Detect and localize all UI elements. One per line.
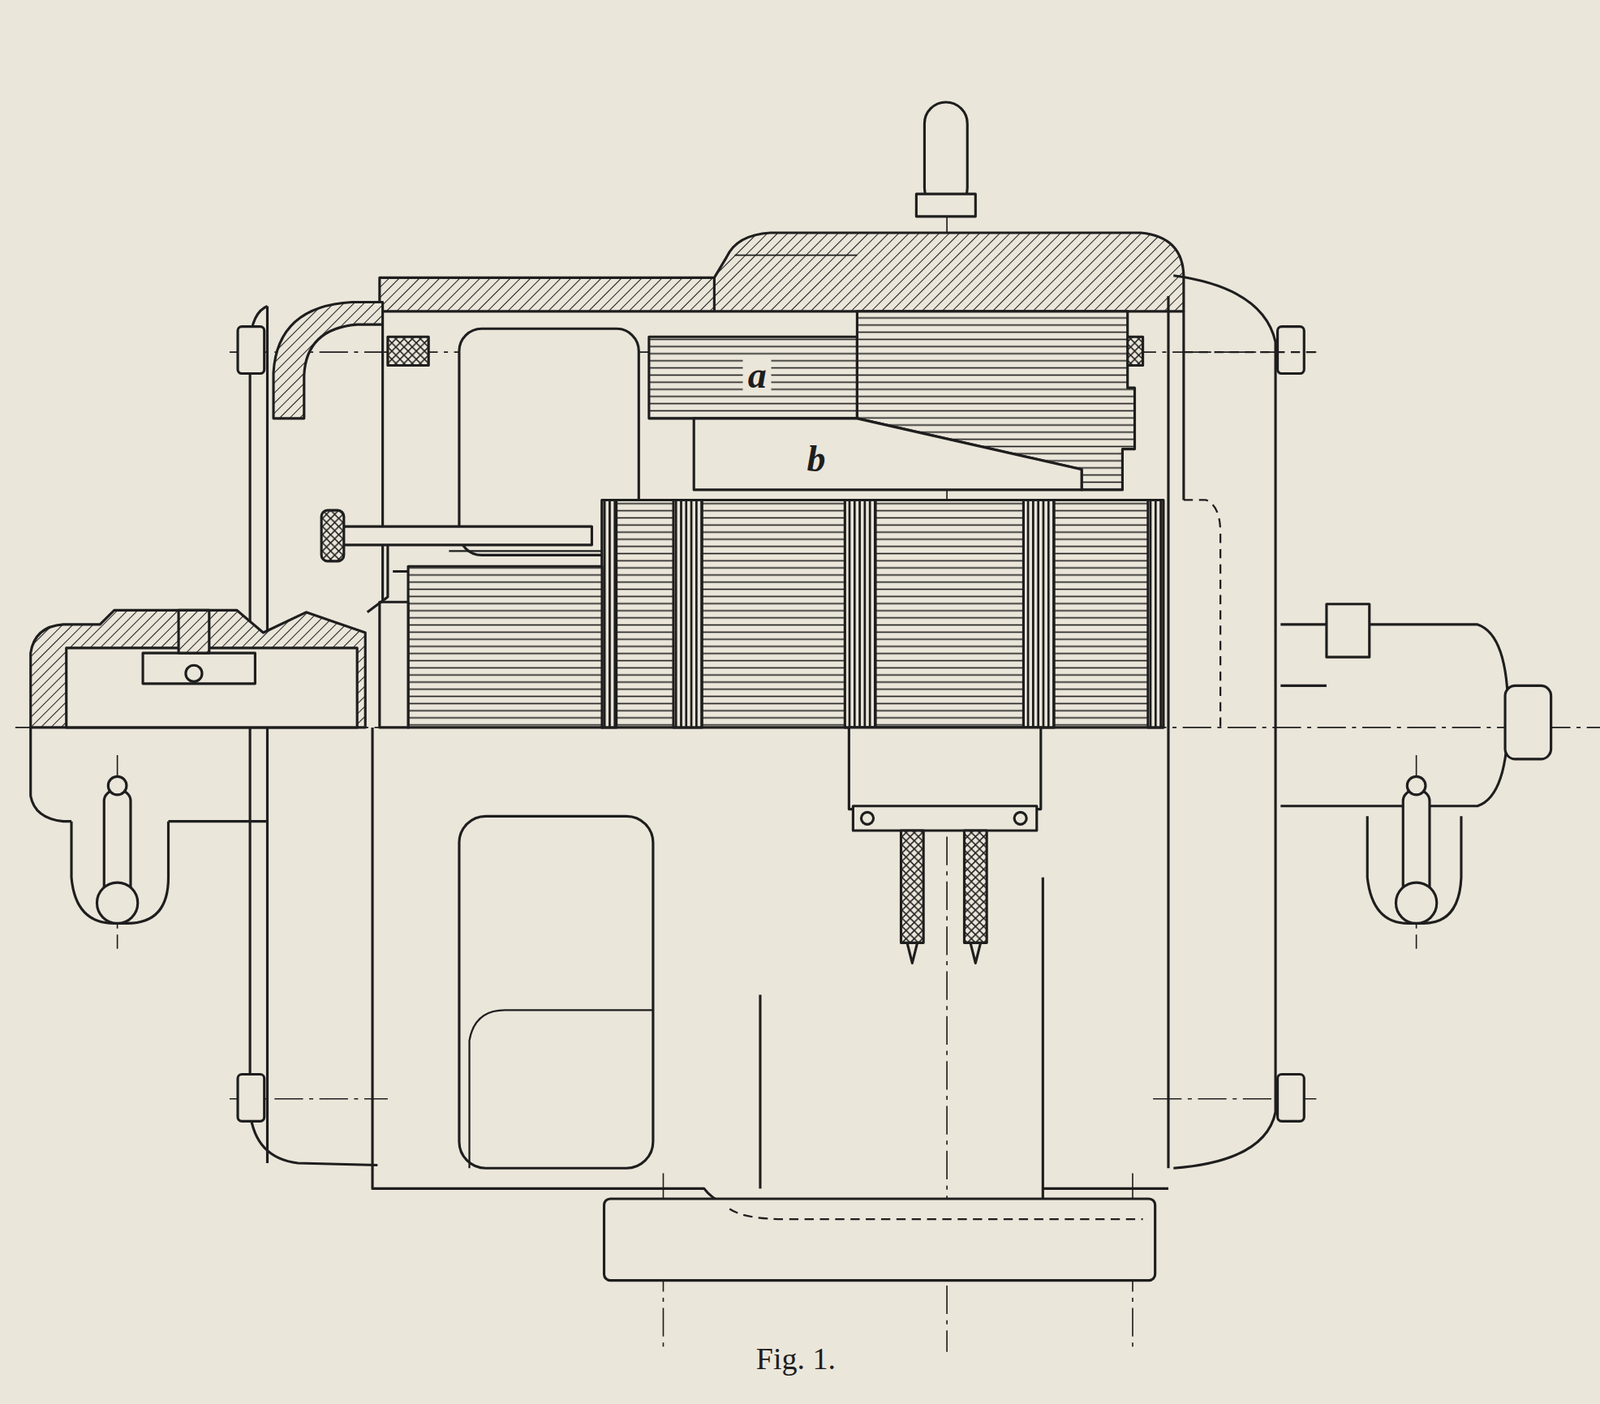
brush-holder [341, 526, 592, 546]
bearing [168, 820, 268, 823]
bolt [237, 326, 1304, 1123]
lifting-eye [916, 102, 976, 217]
housing-section [273, 302, 383, 419]
terminal-block [852, 806, 1037, 831]
bearing [30, 727, 72, 822]
hidden-line [1183, 351, 1317, 353]
bolt [237, 1075, 265, 1123]
oil-gauge [1395, 882, 1437, 924]
bolt [237, 326, 265, 375]
bearing [66, 648, 357, 728]
frame-body [459, 816, 654, 1169]
bearing [1505, 685, 1552, 760]
bearing [1280, 604, 1551, 925]
oil-gauge [1406, 776, 1426, 796]
rotor-core [844, 499, 876, 727]
frame-body [758, 994, 762, 1189]
oil-gauge [96, 882, 138, 924]
part-letter: a [743, 356, 772, 395]
rotor-core [602, 499, 617, 727]
coil-end [387, 336, 429, 366]
bolt [1277, 1075, 1305, 1123]
commutator [379, 602, 409, 728]
terminal-block [963, 830, 987, 943]
bearing [30, 610, 366, 728]
bolt [1277, 326, 1305, 375]
stator-core [649, 311, 1136, 491]
end-shield [1173, 275, 1276, 1169]
bearing [1280, 684, 1327, 688]
hidden-line [1183, 499, 1221, 727]
terminal-block [848, 727, 1041, 810]
rotor-core [1023, 499, 1054, 727]
part-letter: b [802, 440, 831, 478]
housing-section [379, 232, 1184, 312]
terminal-block [1014, 812, 1027, 825]
housing-section [713, 277, 716, 312]
frame-body [372, 727, 1169, 1282]
bearing [142, 653, 255, 684]
end-shield [448, 550, 603, 552]
frame-body [372, 727, 1169, 1211]
bearing [185, 665, 203, 682]
center-line [15, 163, 1600, 1352]
commutator [408, 566, 603, 728]
stator-core [649, 336, 858, 419]
rotor-core [673, 499, 702, 727]
end-shield [266, 306, 269, 1164]
end-shield [249, 306, 378, 1166]
end-shield [1166, 296, 1170, 1169]
terminal-block [848, 727, 1041, 964]
frame-body [604, 1199, 1156, 1282]
oil-gauge [107, 776, 127, 796]
frame-body [469, 1010, 654, 1169]
stator-core [693, 418, 1082, 491]
hidden-line [729, 1209, 1143, 1221]
end-shield [381, 324, 384, 603]
brush-holder [321, 510, 345, 562]
end-shield [1182, 311, 1185, 501]
brush-holder [321, 510, 592, 613]
brush-holder [367, 545, 388, 613]
bearing [1280, 624, 1508, 807]
hidden-line [729, 352, 1317, 1220]
figure-caption: Fig. 1. [756, 1341, 836, 1377]
oil-gauge [96, 776, 1437, 924]
bearing [1326, 604, 1370, 658]
rotor-core [602, 499, 1164, 727]
terminal-block [860, 812, 874, 825]
motor-drawing [15, 102, 1600, 1353]
lifting-eye [916, 193, 976, 217]
rotor-core [602, 499, 1164, 727]
rotor-core [1148, 499, 1164, 727]
housing-section [735, 254, 858, 257]
commutator [379, 566, 603, 728]
terminal-block [901, 830, 925, 943]
end-shield [249, 275, 1276, 1169]
bearing [30, 610, 366, 924]
bearing [178, 610, 210, 654]
frame-body [1041, 877, 1045, 1190]
terminal-block [907, 942, 981, 964]
